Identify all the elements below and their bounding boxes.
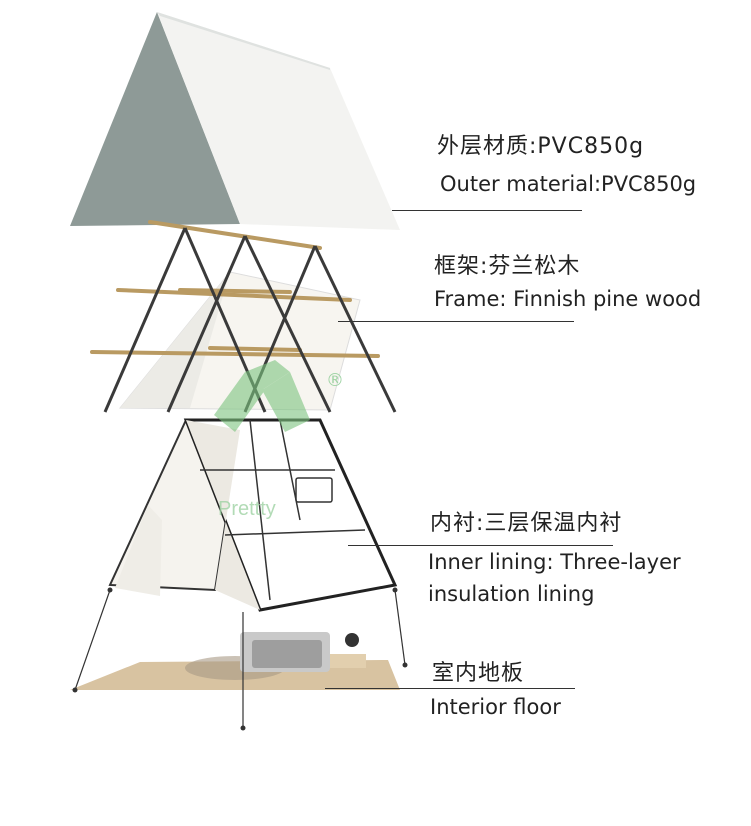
outer-roof [70, 12, 400, 230]
frame-label-en: Frame: Finnish pine wood [434, 287, 702, 311]
watermark-logo [214, 360, 310, 432]
frame-label-zh: 框架:芬兰松木 [434, 254, 581, 279]
watermark-text: Prettty [218, 498, 276, 520]
inner-lining-label-zh: 内衬:三层保温内衬 [430, 511, 623, 536]
pine-frame [90, 220, 397, 413]
outer-material-label-zh: 外层材质:PVC850g [437, 134, 645, 159]
inner-lining-label-en-2: insulation lining [428, 582, 595, 606]
outer-material-leader [392, 210, 582, 211]
floor-label-en: Interior floor [430, 695, 561, 719]
floor-leader [325, 688, 575, 689]
inner-lining-leader [348, 545, 613, 546]
inner-lining-label-en: Inner lining: Three-layer [428, 550, 681, 574]
floor-label-zh: 室内地板 [432, 661, 525, 686]
guide-lines [74, 589, 406, 728]
interior-floor [70, 632, 400, 690]
registered-mark: ® [326, 370, 344, 391]
inner-lining [108, 418, 398, 612]
frame-leader [338, 321, 574, 322]
outer-material-label-en: Outer material:PVC850g [440, 172, 697, 196]
